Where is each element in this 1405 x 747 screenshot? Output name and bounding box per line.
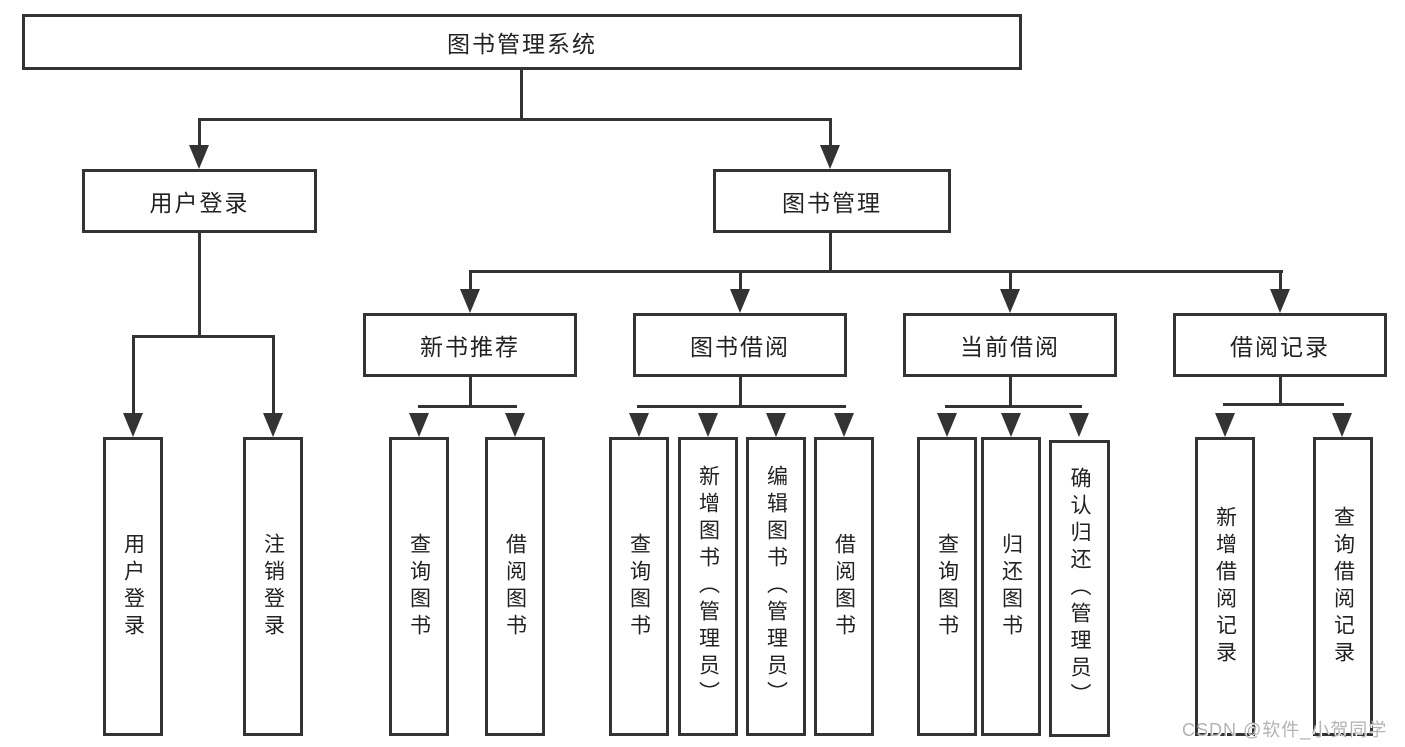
node-label: 归还图书 [999, 532, 1023, 641]
node-book-borrowing: 图书借阅 [633, 313, 847, 377]
node-label: 图书管理 [782, 190, 882, 216]
node-label: 新增借阅记录 [1213, 505, 1237, 668]
connector-line [739, 270, 742, 291]
connector-line [272, 335, 275, 415]
arrow-down-icon [409, 413, 429, 437]
arrow-down-icon [263, 413, 283, 437]
connector-line [469, 270, 1283, 273]
node-new-book-recommendation: 新书推荐 [363, 313, 577, 377]
arrow-down-icon [1069, 413, 1089, 437]
node-label: 确认归还（管理员） [1068, 467, 1091, 710]
leaf-query-books-borrowing: 查询图书 [609, 437, 669, 736]
connector-line [132, 335, 275, 338]
connector-line [520, 70, 523, 118]
node-label: 查询图书 [627, 532, 651, 641]
arrow-down-icon [1332, 413, 1352, 437]
arrow-down-icon [937, 413, 957, 437]
arrow-down-icon [629, 413, 649, 437]
arrow-down-icon [460, 289, 480, 313]
node-label: 图书借阅 [690, 334, 790, 360]
arrow-down-icon [505, 413, 525, 437]
arrow-down-icon [1001, 413, 1021, 437]
leaf-borrow-books-borrowing: 借阅图书 [814, 437, 874, 736]
arrow-down-icon [766, 413, 786, 437]
arrow-down-icon [1215, 413, 1235, 437]
leaf-add-book-admin: 新增图书（管理员） [678, 437, 738, 736]
connector-line [469, 377, 472, 408]
leaf-edit-book-admin: 编辑图书（管理员） [746, 437, 806, 736]
connector-line [739, 377, 742, 407]
node-label: 查询图书 [935, 532, 959, 641]
connector-line [637, 405, 846, 408]
leaf-borrow-books-recommend: 借阅图书 [485, 437, 545, 736]
leaf-confirm-return-admin: 确认归还（管理员） [1049, 440, 1110, 737]
connector-line [1223, 403, 1344, 406]
leaf-query-borrow-record: 查询借阅记录 [1313, 437, 1373, 736]
node-label: 用户登录 [149, 190, 250, 216]
node-label: 当前借阅 [960, 334, 1060, 360]
connector-line [198, 233, 201, 335]
connector-line [418, 405, 517, 408]
node-current-borrowing: 当前借阅 [903, 313, 1117, 377]
node-label: 新增图书（管理员） [696, 465, 720, 708]
node-label: 图书管理系统 [447, 31, 597, 57]
arrow-down-icon [730, 289, 750, 313]
arrow-down-icon [1000, 289, 1020, 313]
arrow-down-icon [834, 413, 854, 437]
connector-line [198, 118, 832, 121]
arrow-down-icon [698, 413, 718, 437]
arrow-down-icon [123, 413, 143, 437]
node-label: 查询借阅记录 [1331, 505, 1355, 668]
connector-line [945, 405, 1082, 408]
node-borrowing-records: 借阅记录 [1173, 313, 1387, 377]
node-label: 注销登录 [261, 532, 285, 641]
connector-line [1279, 270, 1282, 291]
connector-line [132, 335, 135, 415]
arrow-down-icon [1270, 289, 1290, 313]
connector-line [198, 118, 201, 147]
connector-line [469, 270, 472, 291]
node-library-system: 图书管理系统 [22, 14, 1022, 70]
watermark: CSDN @软件_小贺同学 [1182, 720, 1388, 740]
node-user-login: 用户登录 [82, 169, 317, 233]
node-book-management: 图书管理 [713, 169, 951, 233]
node-label: 新书推荐 [420, 334, 520, 360]
connector-line [1009, 377, 1012, 407]
connector-line [1279, 377, 1282, 405]
arrow-down-icon [189, 145, 209, 169]
node-label: 借阅记录 [1230, 334, 1330, 360]
leaf-user-login: 用户登录 [103, 437, 163, 736]
connector-line [829, 118, 832, 147]
node-label: 查询图书 [407, 532, 431, 641]
arrow-down-icon [820, 145, 840, 169]
node-label: 用户登录 [121, 532, 145, 641]
connector-line [829, 233, 832, 272]
node-label: 编辑图书（管理员） [764, 465, 788, 708]
node-label: 借阅图书 [503, 532, 527, 641]
leaf-return-books: 归还图书 [981, 437, 1041, 736]
node-label: 借阅图书 [832, 532, 856, 641]
leaf-logout: 注销登录 [243, 437, 303, 736]
connector-line [1009, 270, 1012, 291]
leaf-add-borrow-record: 新增借阅记录 [1195, 437, 1255, 736]
leaf-query-books-recommend: 查询图书 [389, 437, 449, 736]
leaf-query-books-current: 查询图书 [917, 437, 977, 736]
